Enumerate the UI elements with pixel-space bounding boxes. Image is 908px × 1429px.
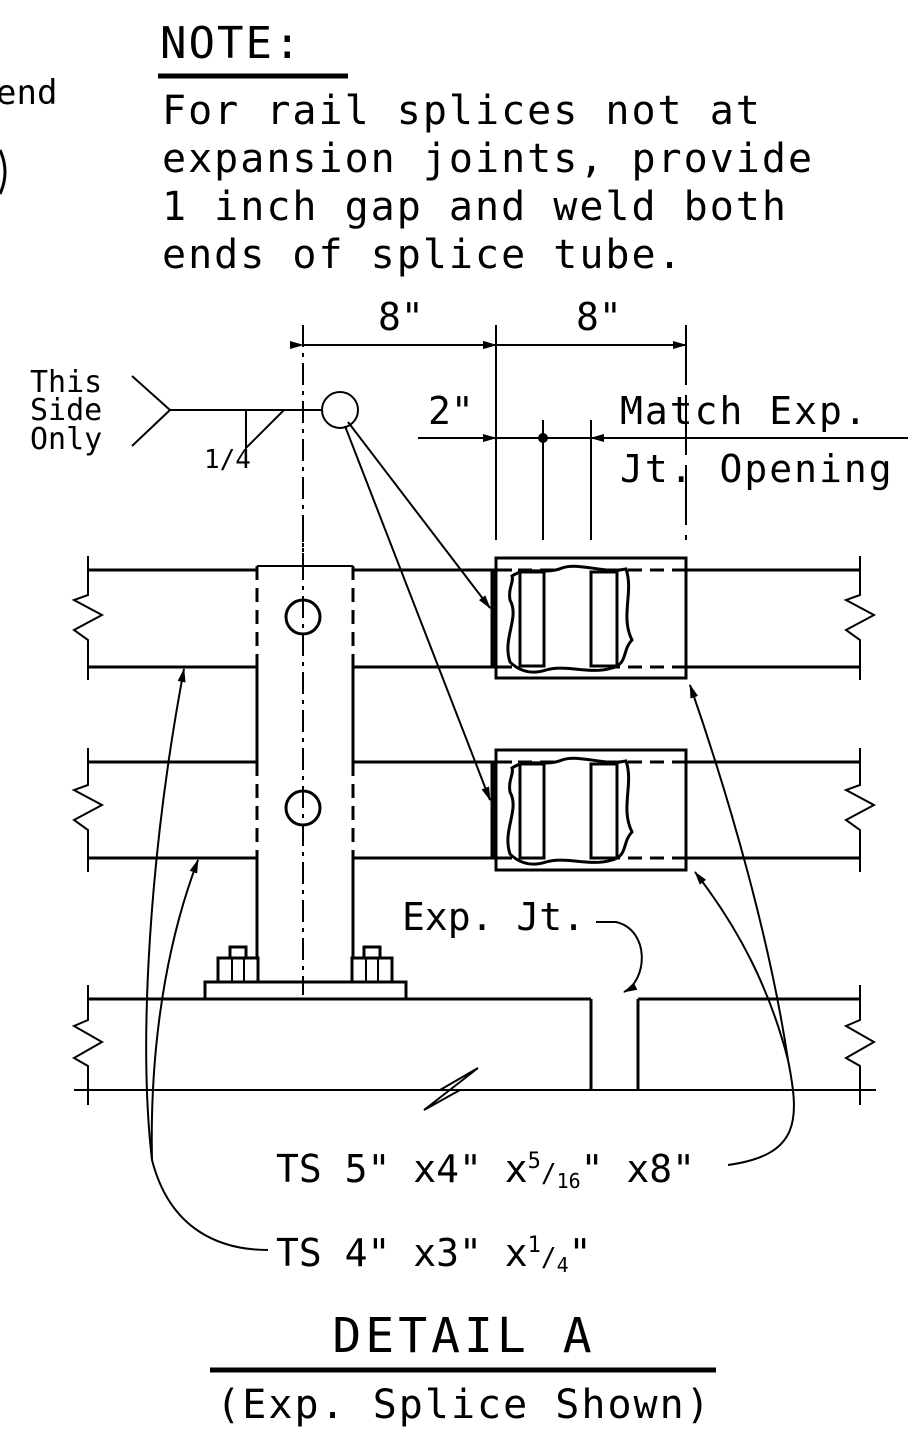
splice-tube-lower bbox=[490, 748, 688, 872]
note-line-4: ends of splice tube. bbox=[162, 232, 684, 278]
upper-rail-break-right bbox=[843, 556, 877, 680]
dim-8-right-label: 8" bbox=[576, 295, 622, 339]
splice-tube-upper bbox=[490, 556, 688, 680]
note-title: NOTE: bbox=[160, 18, 302, 69]
bolt-hole-upper bbox=[284, 598, 322, 636]
dim-2-center-dot bbox=[538, 433, 548, 443]
dim-match-line1: Match Exp. bbox=[620, 389, 869, 433]
ts-rail-leader-lower bbox=[150, 859, 199, 1161]
post-white-fill bbox=[257, 566, 353, 982]
ts-splice-leader-lower bbox=[694, 871, 789, 1061]
ts-rail-leader-upper bbox=[145, 668, 269, 1251]
dim-2-label: 2" bbox=[428, 389, 474, 433]
weld-side-line3: Only bbox=[30, 422, 102, 457]
anchor-nut-right bbox=[350, 945, 394, 984]
detail-title: DETAIL A bbox=[332, 1308, 595, 1364]
exp-jt-leader bbox=[596, 921, 643, 993]
note-line-2: expansion joints, provide bbox=[162, 136, 814, 182]
bolt-hole-lower bbox=[284, 789, 322, 827]
lower-rail-break-left bbox=[71, 748, 105, 872]
weld-side-line1: This bbox=[30, 365, 102, 400]
weld-tail bbox=[131, 375, 172, 447]
weld-all-around-circle bbox=[321, 391, 359, 429]
upper-rail-break-left bbox=[71, 556, 105, 680]
ts-rail-label: TS 4" x3" x1/4" bbox=[276, 1231, 592, 1277]
dim-8-left-label: 8" bbox=[378, 295, 424, 339]
lower-rail-break-right bbox=[843, 748, 877, 872]
deck-bottom-break-line bbox=[74, 1067, 876, 1111]
fillet-weld-symbol bbox=[245, 409, 285, 451]
weld-side-line2: Side bbox=[30, 393, 102, 428]
note-line-1: For rail splices not at bbox=[162, 88, 762, 134]
weld-size-label: 1/4 bbox=[204, 445, 251, 475]
base-plate bbox=[203, 980, 408, 1001]
ts-splice-label: TS 5" x4" x5/16" x8" bbox=[276, 1147, 695, 1193]
weld-leader-lower bbox=[344, 425, 491, 801]
anchor-nut-left bbox=[216, 945, 260, 984]
ts-splice-leader-upper bbox=[689, 684, 795, 1166]
deck-break-right bbox=[843, 985, 877, 1105]
fragment-end-text: end bbox=[0, 73, 57, 113]
note-line-3: 1 inch gap and weld both bbox=[162, 184, 788, 230]
weld-leader-upper bbox=[347, 421, 491, 609]
dim-match-line2: Jt. Opening bbox=[620, 447, 894, 491]
deck-break-left bbox=[71, 985, 105, 1105]
detail-subtitle: (Exp. Splice Shown) bbox=[216, 1382, 712, 1428]
fragment-paren bbox=[0, 149, 7, 195]
exp-jt-label: Exp. Jt. bbox=[402, 895, 585, 939]
